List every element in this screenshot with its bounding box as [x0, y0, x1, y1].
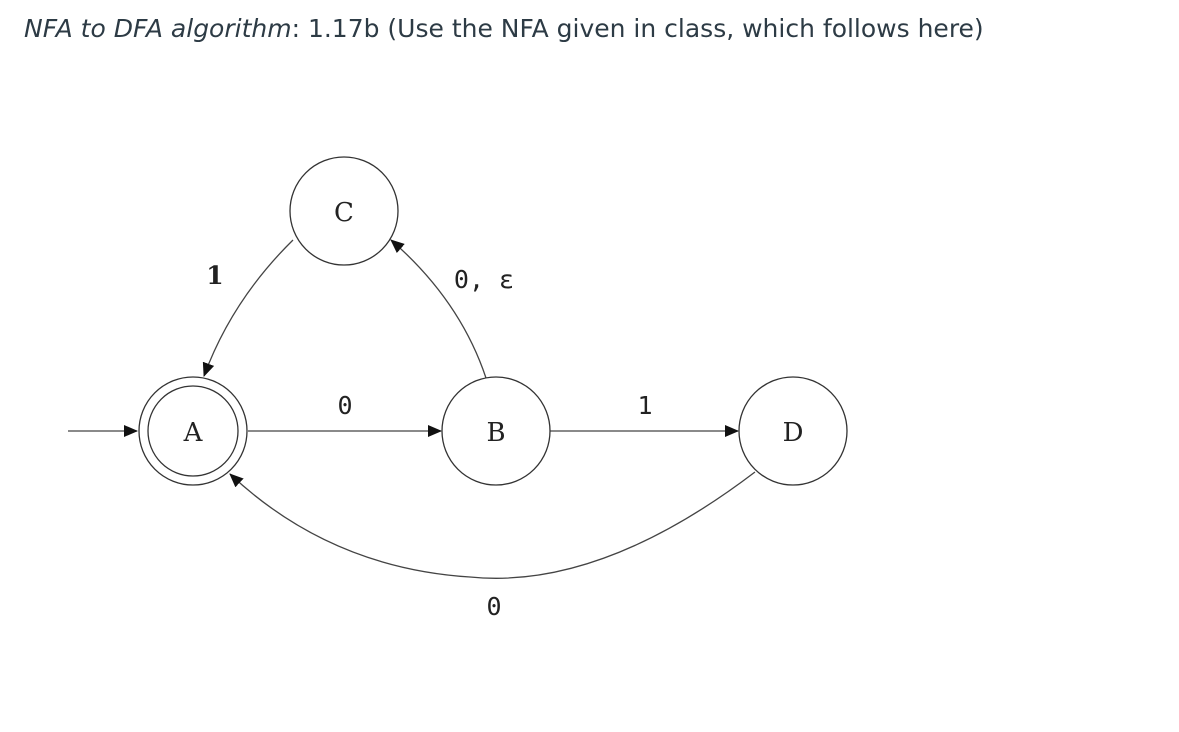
page-title: NFA to DFA algorithm: 1.17b (Use the NFA…: [24, 14, 984, 43]
state-b: B: [441, 376, 551, 486]
state-a-label: A: [183, 418, 204, 448]
edge-label-b-to-d: 1: [637, 391, 652, 420]
state-d-label: D: [783, 418, 804, 448]
edge-d-to-a: [229, 471, 756, 579]
edge-b-to-c: [390, 239, 487, 379]
edge-label-c-to-a: 1: [206, 261, 223, 290]
state-c-label: C: [334, 198, 354, 228]
state-a-inner-ring: [147, 385, 239, 477]
state-d: D: [738, 376, 848, 486]
edge-label-b-to-c: 0, ε: [454, 265, 514, 294]
title-rest: : 1.17b (Use the NFA given in class, whi…: [291, 14, 984, 43]
edge-label-a-to-b: 0: [337, 391, 352, 420]
state-b-label: B: [486, 418, 505, 448]
title-italic: NFA to DFA algorithm: [24, 14, 292, 43]
state-a: A: [138, 376, 248, 486]
edge-c-to-a: [202, 239, 294, 377]
state-c: C: [289, 156, 399, 266]
edge-label-d-to-a: 0: [486, 592, 501, 621]
